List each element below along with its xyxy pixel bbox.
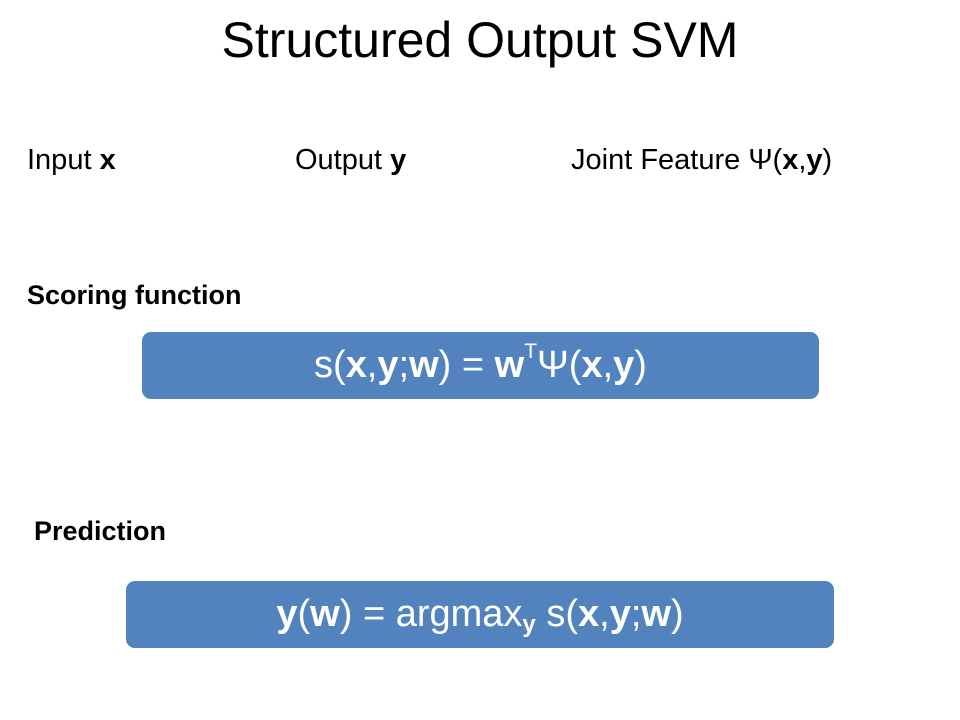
scoring-x: x [345,344,367,386]
term-output-label: Output [295,144,391,176]
scoring-transpose: T [524,339,538,363]
scoring-comma: , [366,344,378,386]
scoring-psi-x: x [581,344,603,386]
scoring-close: ) [634,344,647,386]
term-input: Input x [27,138,116,182]
term-joint-label: Joint Feature Ψ( [571,144,783,176]
scoring-s-open: s( [314,344,346,386]
term-input-symbol: x [99,144,116,176]
term-joint-feature: Joint Feature Ψ(x,y) [571,138,832,182]
term-joint-x: x [782,144,799,176]
slide-title: Structured Output SVM [221,12,739,68]
scoring-y: y [377,344,399,386]
prediction-y2: y [609,593,631,635]
term-output: Output y [295,138,406,182]
scoring-semicolon: ; [398,344,410,386]
prediction-semicolon: ; [630,593,642,635]
scoring-psi-open: Ψ( [537,344,582,386]
scoring-equals: ) = [438,344,495,386]
prediction-argmax: ) = argmax [339,593,523,635]
scoring-w: w [409,344,439,386]
prediction-argmax-subscript: y [522,610,536,638]
prediction-x: x [577,593,600,635]
scoring-w-vector: w [494,344,525,386]
term-joint-y: y [806,144,823,176]
prediction-open: ( [297,593,311,635]
prediction-s-open: s( [535,593,578,635]
scoring-function-label: Scoring function [27,280,242,310]
prediction-label: Prediction [34,516,167,546]
term-joint-comma: , [798,144,807,176]
prediction-comma: , [599,593,610,635]
prediction-w2: w [641,593,671,635]
prediction-w: w [310,593,340,635]
term-input-label: Input [27,144,100,176]
prediction-y: y [276,593,298,635]
term-joint-close: ) [822,144,833,176]
scoring-psi-y: y [613,344,635,386]
scoring-psi-comma: , [602,344,614,386]
prediction-close: ) [670,593,684,635]
term-output-symbol: y [390,144,407,176]
